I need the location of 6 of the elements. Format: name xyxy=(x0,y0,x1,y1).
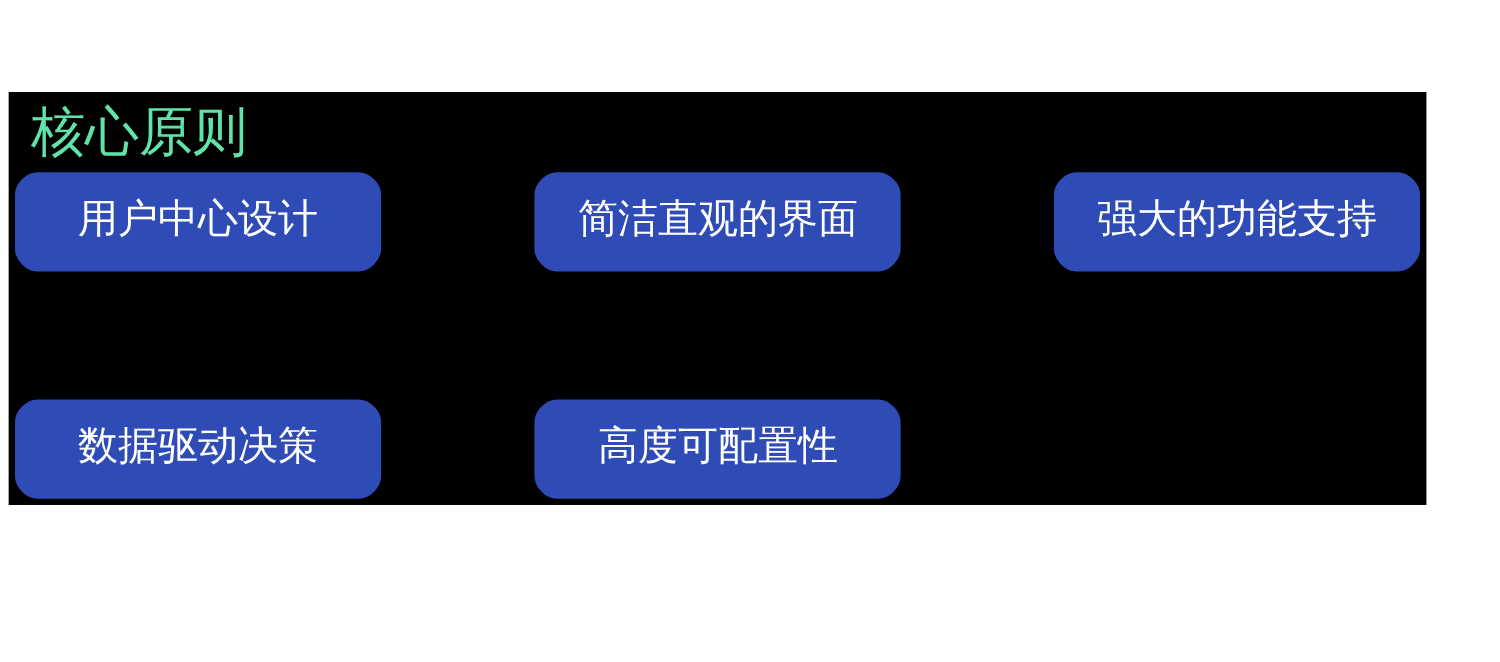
diagram-title: 核心原则 xyxy=(31,99,248,163)
node-box: 高度可配置性 xyxy=(534,399,901,499)
node-box: 简洁直观的界面 xyxy=(534,172,901,272)
node-box: 强大的功能支持 xyxy=(1053,172,1421,272)
node-box: 用户中心设计 xyxy=(14,172,382,272)
node-box: 数据驱动决策 xyxy=(14,399,382,499)
